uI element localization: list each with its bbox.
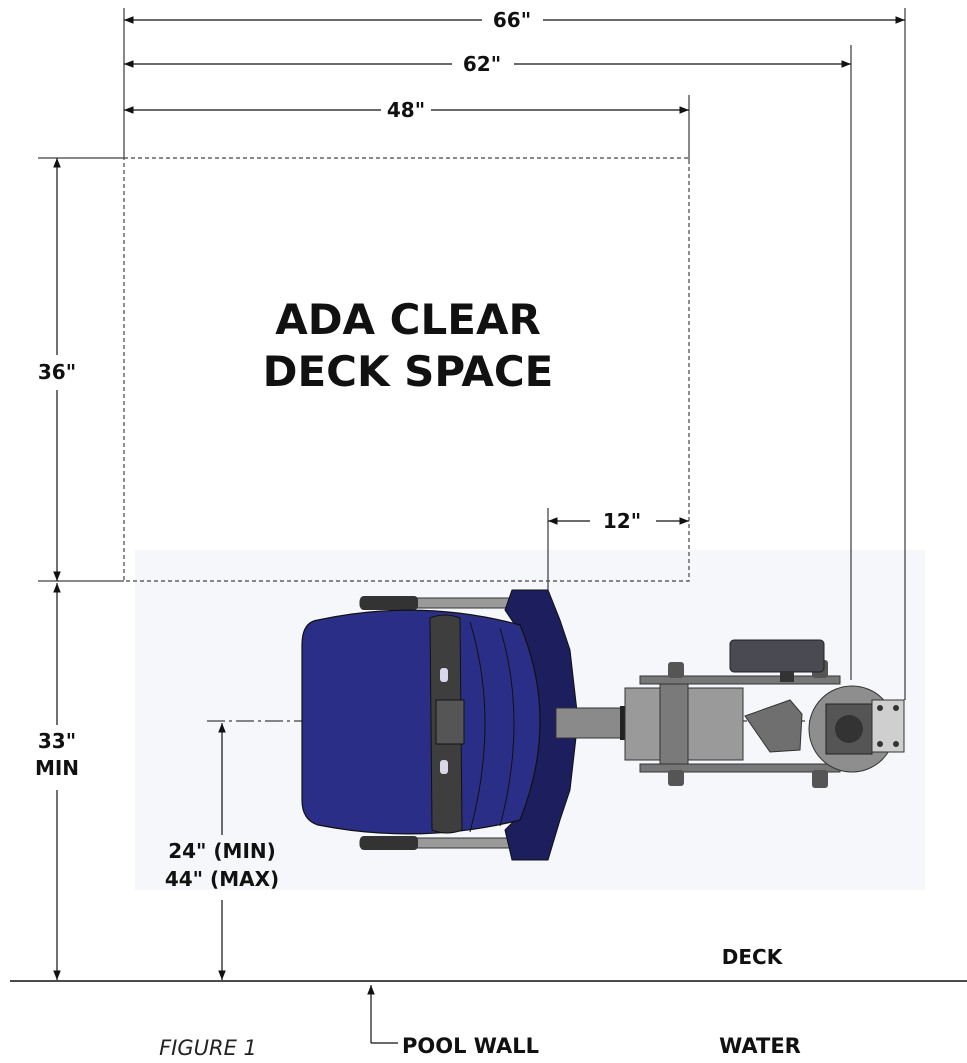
- dimension-62: 62": [124, 52, 851, 76]
- figure-caption: FIGURE 1: [159, 1036, 257, 1060]
- dimension-12-label: 12": [603, 509, 641, 533]
- pool-wall-label: POOL WALL: [402, 1034, 539, 1058]
- dimension-36-label: 36": [38, 360, 76, 384]
- ada-clear-deck-space: ADA CLEAR DECK SPACE: [123, 157, 690, 582]
- dimension-62-label: 62": [463, 52, 501, 76]
- dimension-33-label-line1: 33": [38, 729, 76, 753]
- dimension-seat-height: 24" (MIN) 44" (MAX): [165, 723, 279, 980]
- dimension-12: 12": [548, 509, 689, 533]
- pool-wall-pointer: [367, 985, 398, 1044]
- deck-label: DECK: [722, 945, 784, 969]
- dimension-33-min: 33" MIN: [35, 583, 79, 980]
- clear-space-line2: DECK SPACE: [263, 347, 554, 396]
- dimension-33-label-line2: MIN: [35, 756, 79, 780]
- dimension-48-label: 48": [387, 98, 425, 122]
- dimension-66: 66": [124, 8, 905, 32]
- dimension-36: 36": [38, 158, 76, 581]
- water-label: WATER: [719, 1034, 801, 1058]
- pool-lift-drawing: [301, 589, 905, 861]
- clear-space-line1: ADA CLEAR: [275, 295, 541, 344]
- dimension-48: 48": [124, 98, 689, 122]
- dimension-seat-label-line1: 24" (MIN): [168, 839, 276, 863]
- dimension-66-label: 66": [493, 8, 531, 32]
- dimension-seat-label-line2: 44" (MAX): [165, 867, 279, 891]
